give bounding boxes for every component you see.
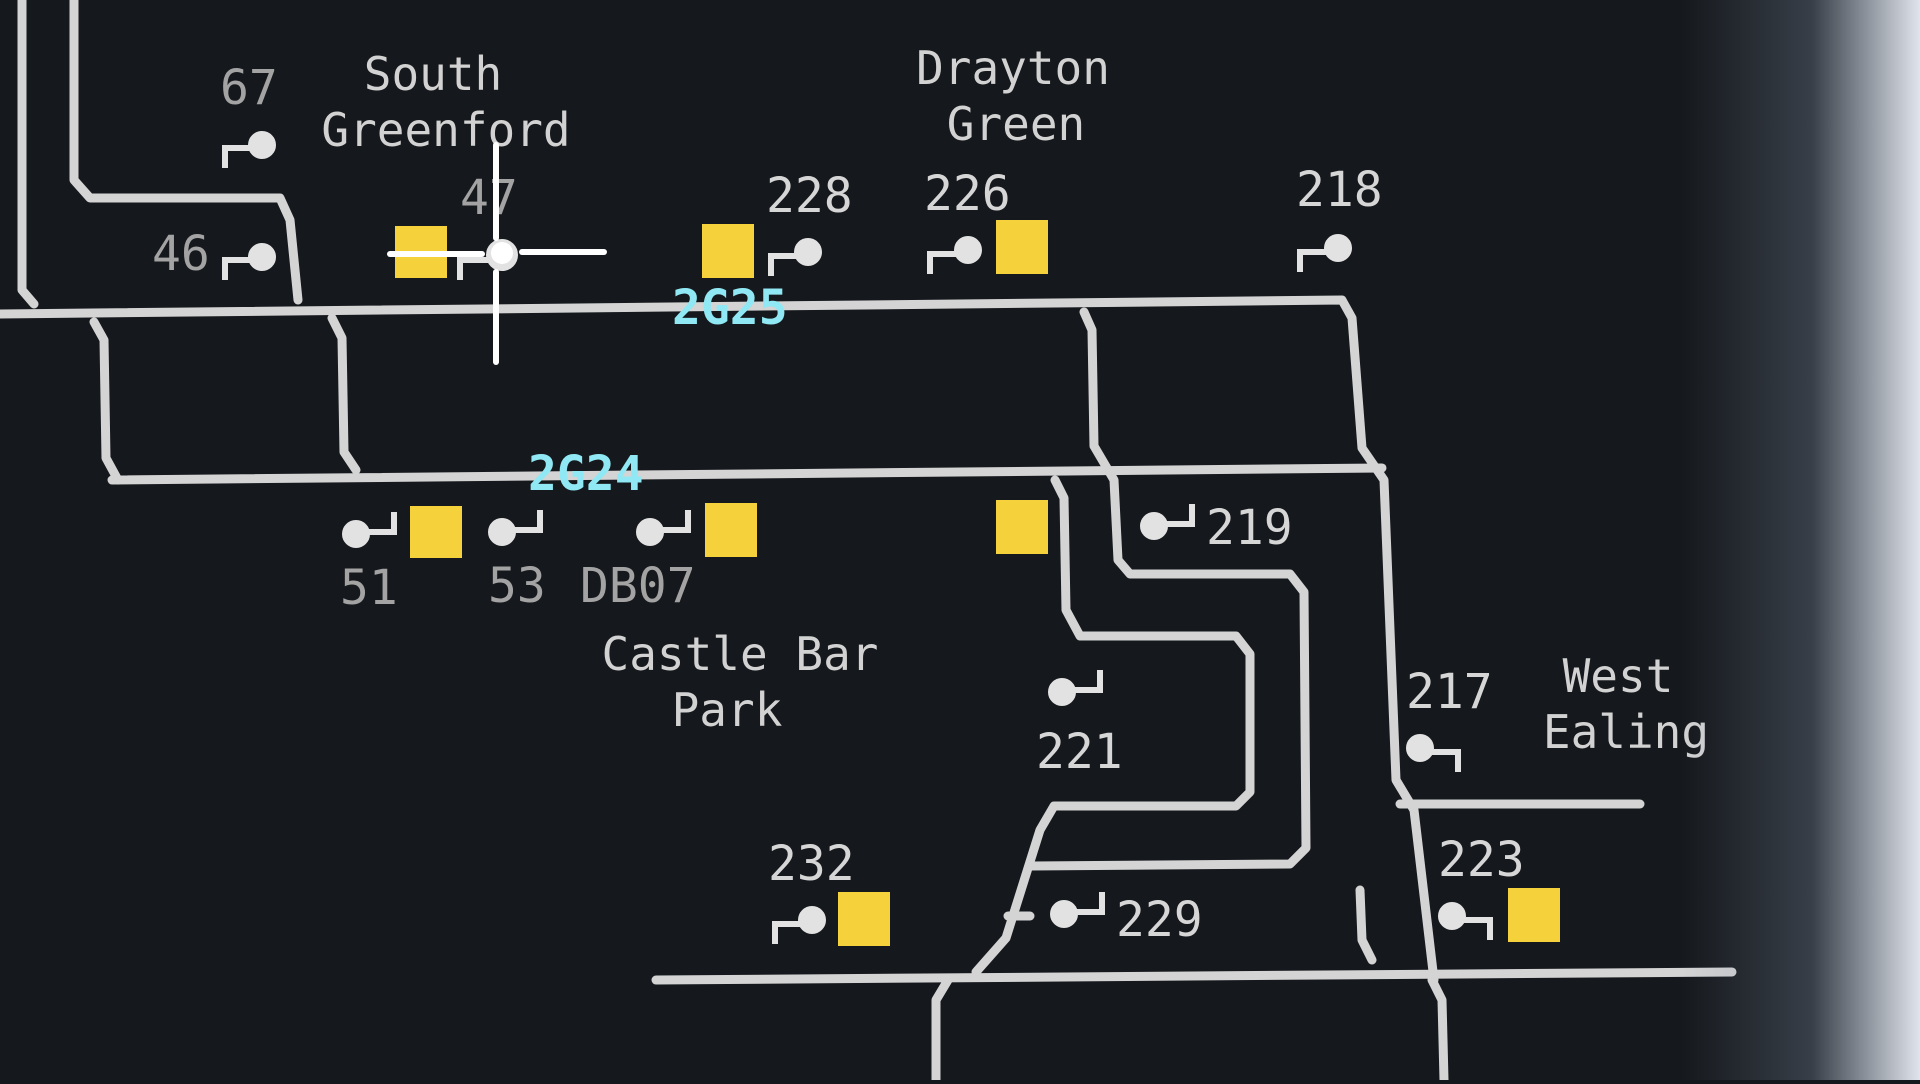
signal-icon[interactable] [636,510,691,546]
track-circuit-block-icon[interactable] [410,506,462,558]
signal-label: 223 [1438,832,1525,888]
far-left-track [17,0,39,309]
station-name-line: West [1563,649,1674,703]
signal-label: 221 [1036,724,1123,780]
signal-label: 226 [924,166,1011,222]
station-name-line: Park [672,683,783,737]
train-descriptions: 2G25 2G24 [528,280,788,502]
track-circuit-block-icon[interactable] [996,500,1048,554]
signal-label: 232 [768,836,855,892]
crosshair-cursor-icon [387,142,607,365]
signal-icon[interactable] [222,243,276,280]
station-name-line: Castle Bar [602,627,879,681]
signal-icon[interactable] [342,512,397,548]
track-circuit-block-icon[interactable] [705,503,757,557]
west-ealing-stub-track [1355,885,1377,965]
track-circuit-block-icon[interactable] [1508,888,1560,942]
station-name-line: Ealing [1543,705,1709,759]
down-main-track [107,463,1387,485]
track-circuit-block-icon[interactable] [996,220,1048,274]
signal-labels: 67 46 47 228 226 218 51 53 DB07 219 221 … [152,60,1525,948]
train-description-label[interactable]: 2G24 [528,446,644,502]
signal-label: 67 [220,60,278,116]
train-description-label[interactable]: 2G25 [672,280,788,336]
station-name-line: Drayton [916,41,1110,95]
lower-right-exit-track [1427,975,1449,1084]
station-labels: South Greenford Drayton Green Castle Bar… [321,41,1709,759]
lower-left-exit-track [931,975,953,1084]
signal-icon[interactable] [1438,902,1493,940]
signal-label: 46 [152,226,210,282]
signal-icon[interactable] [488,510,543,546]
crossover-track-b [327,313,361,475]
signal-icon[interactable] [1140,504,1195,540]
signal-label: 228 [766,168,853,224]
track-circuit-block-icon[interactable] [702,224,754,278]
station-name-line: South [364,47,502,101]
station-name-line: Greenford [321,103,570,157]
signal-icon[interactable] [768,238,822,276]
signal-icon[interactable] [1406,734,1461,772]
track-circuit-block-icon[interactable] [838,892,890,946]
signal-label: DB07 [580,558,696,614]
signal-icon[interactable] [927,236,982,274]
lower-main-track [651,967,1737,985]
signal-label: 47 [460,170,518,226]
track-circuit-blocks [395,220,1560,946]
signal-icon[interactable] [1050,892,1105,928]
signal-icon[interactable] [1048,670,1103,706]
signal-label: 217 [1406,664,1493,720]
track-lines [0,0,1737,1084]
drayton-crossover-track [1027,307,1311,871]
signal-icon[interactable] [772,906,826,944]
signal-label: 218 [1296,162,1383,218]
station-name-line: Green [947,97,1085,151]
signal-icon[interactable] [222,131,276,168]
signal-label: 51 [340,560,398,616]
signal-label: 219 [1206,500,1293,556]
left-loop-track [69,0,303,305]
signal-label: 229 [1116,892,1203,948]
signal-symbols [222,131,1493,944]
signal-label: 53 [488,558,546,614]
signal-icon[interactable] [1297,234,1352,272]
crossover-track-a [89,317,123,485]
castle-bar-branch-track [971,475,1255,977]
